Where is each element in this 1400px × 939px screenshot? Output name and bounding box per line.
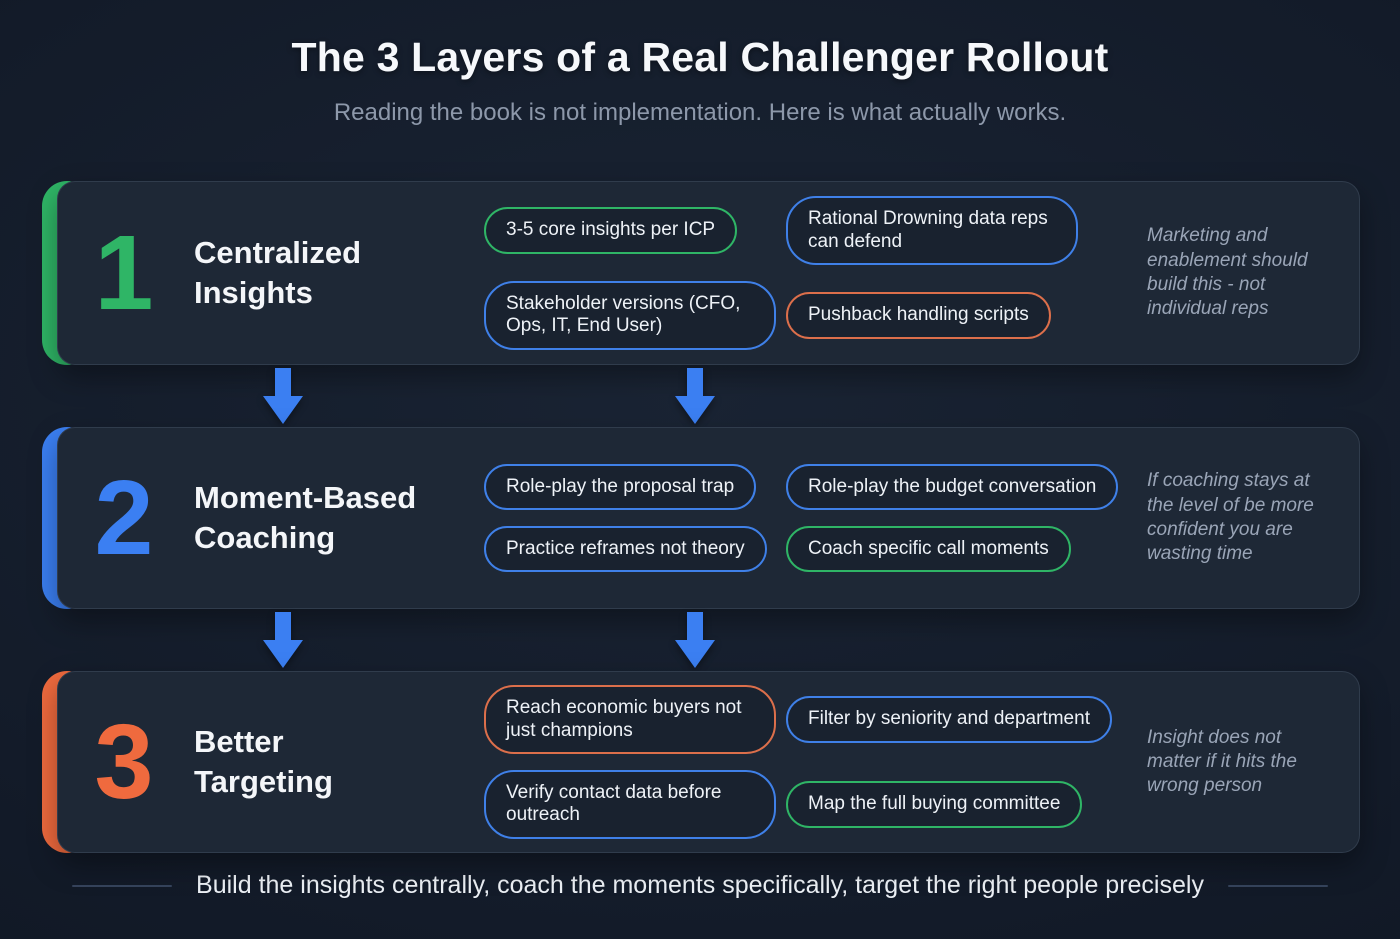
layers-container: 1 Centralized Insights 3-5 core insights… [40, 181, 1360, 853]
footer-divider-left [72, 884, 173, 887]
pill-badge: Pushback handling scripts [786, 292, 1051, 339]
arrow-down-icon [263, 612, 303, 668]
layer-3-number: 3 [94, 703, 154, 821]
pill-badge: Map the full buying committee [786, 781, 1083, 828]
layer-3-title: Better Targeting [194, 723, 333, 799]
layer-card-2: 2 Moment-Based Coaching Role-play the pr… [42, 427, 1360, 609]
layer-1-title: Centralized Insights [194, 234, 362, 310]
pill-badge: Coach specific call moments [786, 526, 1071, 573]
footer-text: Build the insights centrally, coach the … [196, 871, 1204, 899]
pill-badge: Rational Drowning data reps can defend [786, 196, 1078, 265]
page-title: The 3 Layers of a Real Challenger Rollou… [291, 34, 1109, 80]
pill-badge: 3-5 core insights per ICP [484, 207, 738, 254]
pill-badge: Reach economic buyers not just champions [484, 685, 776, 754]
layer-1-number: 1 [94, 214, 154, 332]
layer-2-pills: Role-play the proposal trap Role-play th… [474, 463, 1147, 573]
layer-1-pills: 3-5 core insights per ICP Rational Drown… [474, 196, 1147, 350]
footer-divider-right [1227, 884, 1328, 887]
arrow-down-icon [675, 368, 715, 424]
layer-2-title: Moment-Based Coaching [194, 479, 417, 555]
layer-1-card: 1 Centralized Insights 3-5 core insights… [57, 181, 1360, 365]
arrow-row-1 [40, 365, 1360, 427]
pill-badge: Verify contact data before outreach [484, 770, 776, 839]
arrow-down-icon [675, 612, 715, 668]
pill-badge: Role-play the proposal trap [484, 463, 757, 510]
pill-badge: Practice reframes not theory [484, 526, 767, 573]
footer: Build the insights centrally, coach the … [0, 871, 1400, 900]
page-subtitle: Reading the book is not implementation. … [333, 99, 1067, 126]
layer-card-1: 1 Centralized Insights 3-5 core insights… [42, 181, 1360, 365]
layer-1-side-note: Marketing and enablement should build th… [1147, 225, 1308, 320]
layer-3-side-note: Insight does not matter if it hits the w… [1147, 726, 1297, 797]
layer-3-pills: Reach economic buyers not just champions… [474, 685, 1147, 839]
layer-3-card: 3 Better Targeting Reach economic buyers… [57, 671, 1360, 853]
arrow-row-2 [40, 609, 1360, 671]
header: The 3 Layers of a Real Challenger Rollou… [0, 0, 1400, 127]
pill-badge: Role-play the budget conversation [786, 463, 1119, 510]
layer-card-3: 3 Better Targeting Reach economic buyers… [42, 671, 1360, 853]
layer-2-side-note: If coaching stays at the level of be mor… [1147, 470, 1314, 565]
pill-badge: Filter by seniority and department [786, 696, 1112, 743]
arrow-down-icon [263, 368, 303, 424]
layer-2-card: 2 Moment-Based Coaching Role-play the pr… [57, 427, 1360, 609]
layer-2-number: 2 [94, 459, 154, 577]
pill-badge: Stakeholder versions (CFO, Ops, IT, End … [484, 281, 776, 350]
